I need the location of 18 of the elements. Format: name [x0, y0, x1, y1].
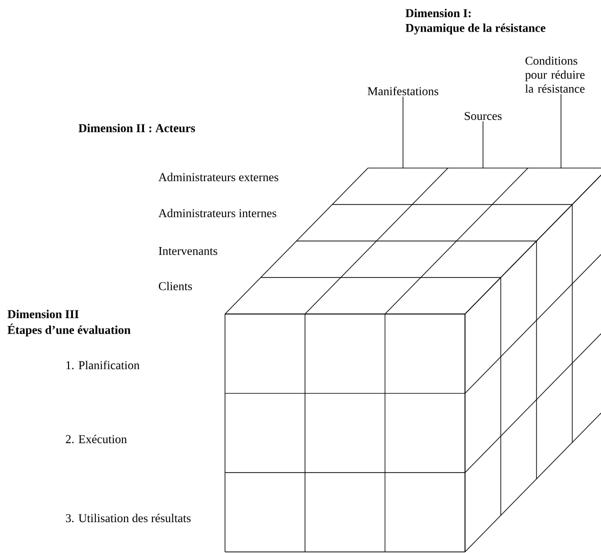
leader-line	[482, 121, 484, 168]
column-label: Conditions pour réduire la résistance	[525, 56, 585, 93]
axis-label: Clients	[158, 282, 192, 290]
column-label: Manifestations	[368, 86, 438, 96]
axis-label: Administrateurs externes	[158, 172, 278, 182]
heading: Étapes d’une évaluation	[8, 324, 131, 336]
leader-line	[402, 96, 404, 168]
axis-label: Administrateurs internes	[158, 208, 276, 218]
heading: Dynamique de la résistance	[406, 24, 546, 34]
axis-label: 2. Exécution	[66, 434, 127, 444]
heading: Dimension I:	[406, 8, 471, 18]
axis-label: 1. Planification	[66, 360, 140, 370]
axis-label: Intervenants	[158, 247, 218, 255]
column-label: Sources	[464, 112, 502, 120]
leader-line	[560, 94, 562, 168]
heading: Dimension III	[8, 310, 79, 318]
heading: Dimension II : Acteurs	[78, 124, 196, 132]
axis-label: 3. Utilisation des résultats	[66, 514, 191, 522]
